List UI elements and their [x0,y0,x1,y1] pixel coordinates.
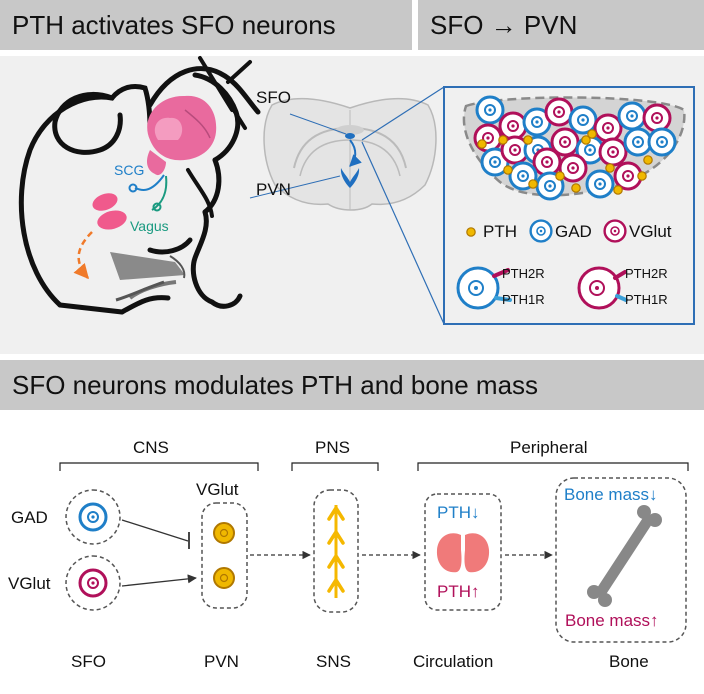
parathyroid-icon [436,533,490,573]
pns-label: PNS [315,438,350,457]
mouse-illustration [18,56,261,315]
receptor1-top-label: PTH2R [502,266,545,281]
pth-legend-icon [466,227,476,237]
sfo-gad-box [65,489,121,545]
vglut-neuron [78,568,108,598]
pth-up-label: PTH↑ [437,582,480,601]
gad-receptor-cell [456,266,512,310]
col-label-circulation: Circulation [413,652,494,671]
bone-box [555,477,687,643]
receptor2-bottom-label: PTH1R [625,292,668,307]
pvn-cells [213,522,235,589]
scg-label: SCG [114,162,145,178]
sfo-brain-label: SFO [256,88,291,107]
cns-label: CNS [133,438,169,457]
bone-mass-down-label: Bone mass↓ [564,485,658,504]
bone-mass-up-label: Bone mass↑ [565,611,659,630]
group-brackets [59,462,689,471]
col-label-pvn: PVN [204,652,239,671]
pth-down-label: PTH↓ [437,503,480,522]
brain-section [249,86,445,325]
gad-legend-icon [529,219,553,243]
col-label-bone: Bone [609,652,649,671]
bone-icon [587,505,662,607]
right-title: SFO → PVN [418,0,704,50]
gad-legend-label: GAD [555,222,592,241]
sfo-vglut-box [65,555,121,611]
vglut-receptor-cell [577,266,628,310]
col-label-sfo: SFO [71,652,106,671]
vglut-legend-label: VGlut [629,222,672,241]
left-title: PTH activates SFO neurons [0,0,412,50]
pvn-box [201,502,248,609]
receptor1-bottom-label: PTH1R [502,292,545,307]
vagus-label: Vagus [130,218,169,234]
pvn-cell-label: VGlut [196,480,239,499]
gad-input-label: GAD [11,508,48,527]
vglut-legend-icon [603,219,627,243]
pvn-brain-label: PVN [256,180,291,199]
vglut-input-label: VGlut [8,574,51,593]
col-label-sns: SNS [316,652,351,671]
peripheral-label: Peripheral [510,438,588,457]
bottom-title: SFO neurons modulates PTH and bone mass [0,360,704,410]
sns-nerve [327,505,345,598]
inhibition-line [121,519,189,542]
receptor2-top-label: PTH2R [625,266,668,281]
gad-neuron [78,502,108,532]
excitation-arrow [121,574,197,587]
sns-box [313,489,359,613]
pth-legend-label: PTH [483,222,517,241]
